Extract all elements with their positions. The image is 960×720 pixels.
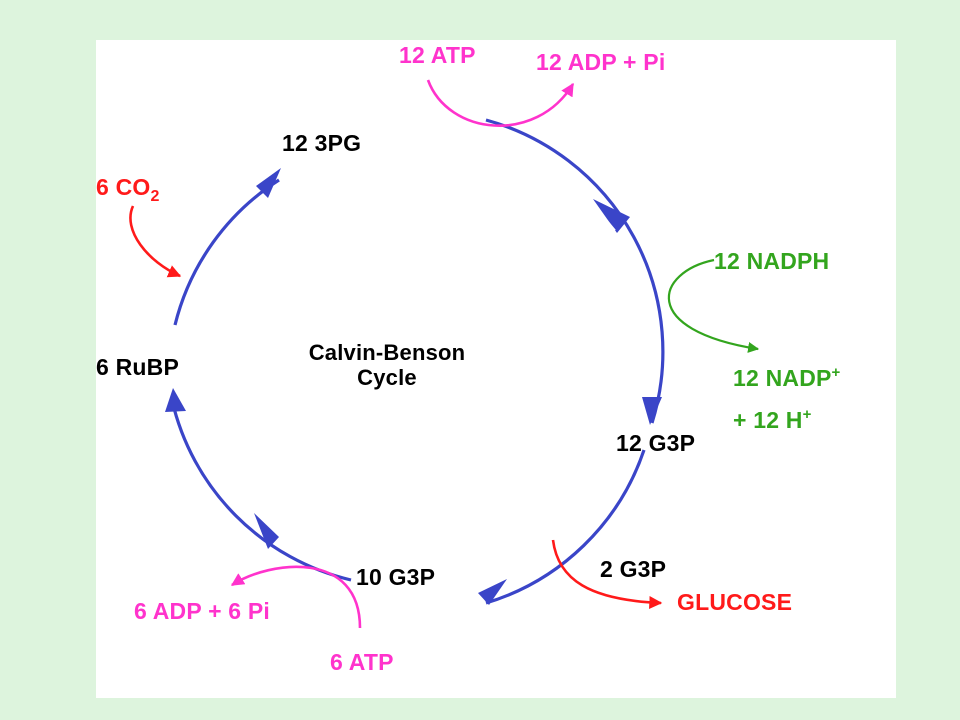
node-6-rubp: 6 RuBP (96, 354, 179, 380)
arrowhead-right (642, 397, 662, 425)
diagram-panel: 12 3PG 12 G3P 10 G3P 6 RuBP Calvin-Benso… (96, 40, 896, 698)
node-12-g3p: 12 G3P (616, 430, 696, 456)
atp-bottom-arrow (230, 565, 362, 629)
arc-g3p-to-rubp (170, 399, 352, 582)
label-glucose: GLUCOSE (677, 589, 793, 615)
arrowhead-3pg-top (593, 199, 630, 233)
calvin-cycle-diagram (129, 79, 760, 629)
arrowhead-left (165, 388, 186, 412)
label-12-nadph: 12 NADPH (714, 248, 830, 274)
cycle-title-line-1: Calvin-Benson (308, 340, 466, 365)
label-12-adp-pi: 12 ADP + Pi (536, 49, 666, 75)
arrowhead-lower-left (254, 513, 279, 549)
label-12-atp: 12 ATP (399, 42, 476, 68)
label-6-adp-6pi: 6 ADP + 6 Pi (134, 598, 270, 624)
arc-g3p-to-g3p (485, 449, 646, 605)
label-6-atp: 6 ATP (330, 649, 394, 675)
arrowhead-upper-left (256, 168, 281, 198)
nadph-arrow (667, 258, 760, 353)
label-12-nadp-plus: 12 NADP+ (733, 364, 841, 391)
glucose-arrow (551, 539, 663, 609)
node-10-g3p: 10 G3P (356, 564, 436, 590)
label-12-h-plus: + 12 H+ (733, 406, 812, 433)
cycle-gaps (228, 217, 616, 513)
arc-rubp-to-3pg (173, 178, 280, 326)
co2-arrow (129, 205, 182, 278)
label-2-g3p: 2 G3P (600, 556, 667, 582)
arrowhead-bottom (478, 579, 507, 605)
label-6-co2: 6 CO2 (96, 174, 160, 205)
arc-3pg-to-g3p (485, 118, 665, 424)
cycle-title: Calvin-Benson Cycle (292, 340, 482, 390)
cycle-title-line-2: Cycle (357, 364, 417, 390)
node-12-3pg: 12 3PG (282, 130, 362, 156)
cycle-arrowheads (165, 168, 662, 605)
atp-top-arrow (426, 79, 575, 127)
